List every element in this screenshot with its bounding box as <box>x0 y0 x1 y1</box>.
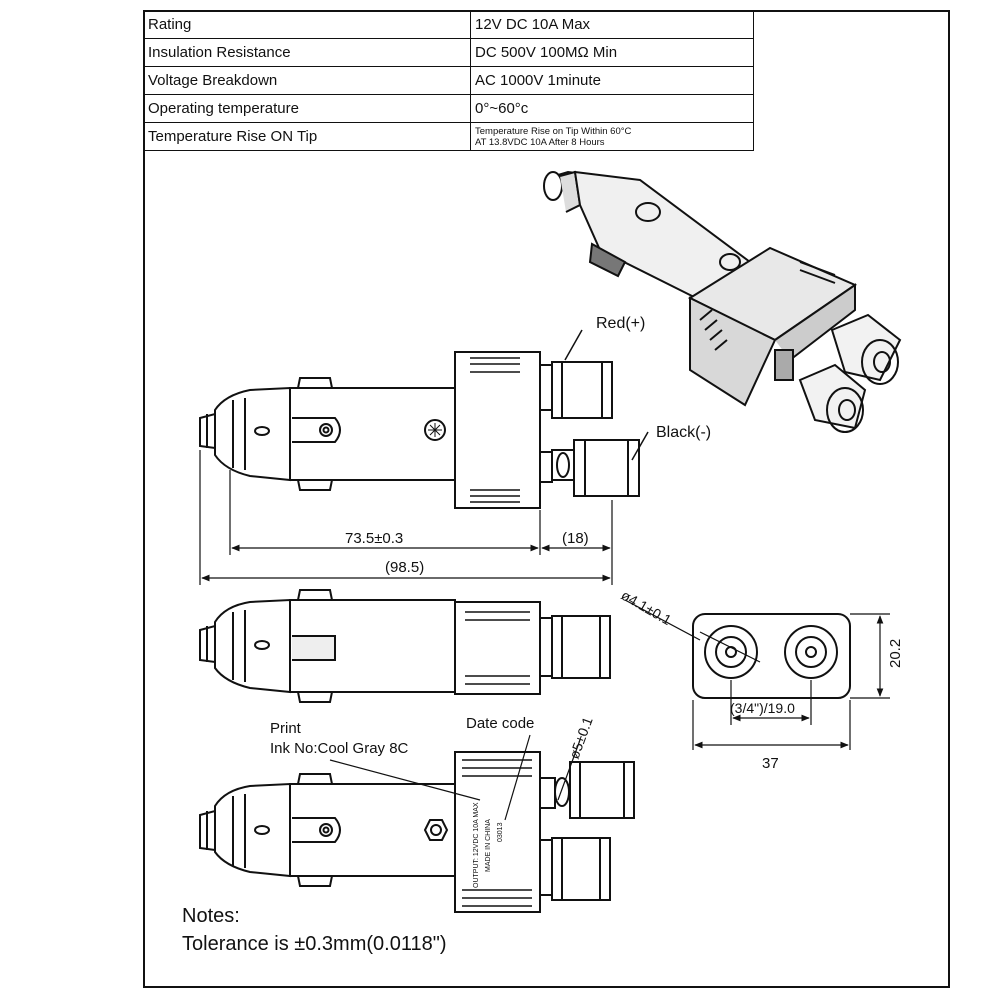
spec-value: 0°~60°c <box>470 94 754 123</box>
dim-body-length: 73.5±0.3 <box>345 530 403 547</box>
ink-label: Ink No:Cool Gray 8C <box>270 740 409 757</box>
spec-value: AC 1000V 1minute <box>470 66 754 95</box>
isometric-view <box>543 170 902 433</box>
housing-print-date-code: 03013 <box>497 822 504 842</box>
housing-print-origin: MADE IN CHINA <box>485 819 492 872</box>
dim-hole-diameter: ø4.1±0.1 <box>619 587 675 629</box>
spec-table: Rating 12V DC 10A Max Insulation Resista… <box>143 10 754 151</box>
notes-block: Notes: Tolerance is ±0.3mm(0.0118") <box>182 902 446 958</box>
print-leaders <box>329 734 581 821</box>
spec-row: Insulation Resistance DC 500V 100MΩ Min <box>143 38 754 67</box>
date-code-label: Date code <box>466 715 534 732</box>
spec-value-line: AT 13.8VDC 10A After 8 Hours <box>475 136 605 148</box>
side-view-middle <box>199 589 611 703</box>
spec-value: Temperature Rise on Tip Within 60°C AT 1… <box>470 122 754 151</box>
front-face-view <box>692 613 851 699</box>
red-terminal-label: Red(+) <box>596 315 645 332</box>
spec-label: Temperature Rise ON Tip <box>143 122 471 151</box>
spec-row: Voltage Breakdown AC 1000V 1minute <box>143 66 754 95</box>
tolerance-note: Tolerance is ±0.3mm(0.0118") <box>182 933 447 955</box>
dim-total-length: (98.5) <box>385 559 424 576</box>
spec-label: Insulation Resistance <box>143 38 471 67</box>
spec-label: Voltage Breakdown <box>143 66 471 95</box>
dim-face-height: 20.2 <box>887 639 904 668</box>
notes-title: Notes: <box>182 905 240 927</box>
side-view-bottom <box>199 751 635 913</box>
dimensions-front <box>624 599 890 750</box>
dim-terminal-spacing: (3/4")/19.0 <box>730 700 795 716</box>
black-terminal-label: Black(-) <box>656 424 711 441</box>
print-label: Print <box>270 720 302 737</box>
dim-terminal-length: (18) <box>562 530 589 547</box>
housing-print-output: OUTPUT: 12VDC 10A MAX <box>473 802 480 888</box>
spec-row: Temperature Rise ON Tip Temperature Rise… <box>143 122 754 151</box>
spec-value-line: Temperature Rise on Tip Within 60°C <box>475 125 632 137</box>
side-view-top <box>199 351 640 509</box>
dim-thread-diameter: ø5±0.1 <box>566 714 596 761</box>
dim-face-width: 37 <box>762 755 779 772</box>
leader-lines <box>564 329 649 461</box>
dimensions-top <box>199 450 613 585</box>
